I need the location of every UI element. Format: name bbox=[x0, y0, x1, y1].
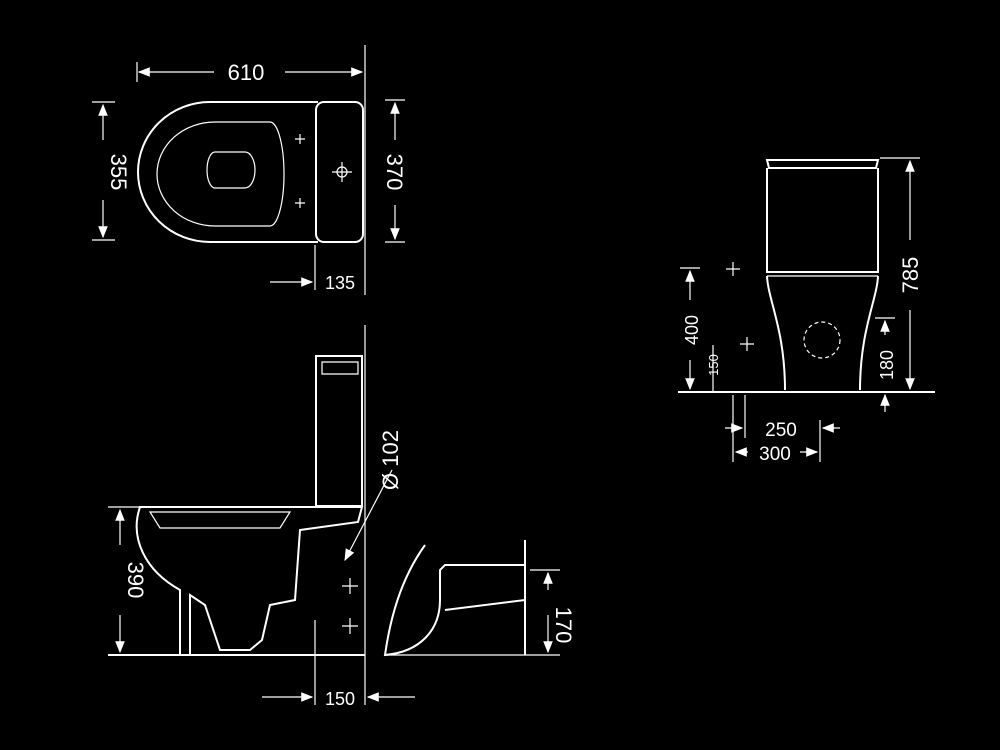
dim-135: 135 bbox=[325, 273, 355, 293]
tank-side bbox=[315, 355, 363, 507]
bowl-side bbox=[135, 506, 364, 656]
dim-370: 370 bbox=[382, 154, 407, 191]
outlet-circle bbox=[803, 321, 841, 359]
dim-170: 170 bbox=[551, 607, 576, 644]
fixing-holes-side bbox=[342, 578, 358, 634]
bowl-outline bbox=[137, 101, 318, 243]
dim-180: 180 bbox=[877, 350, 897, 380]
dim-150-small: 150 bbox=[706, 354, 721, 376]
pedestal-outline bbox=[766, 275, 879, 391]
front-view: 785 400 150 180 250 300 bbox=[678, 157, 935, 465]
dim-390: 390 bbox=[123, 562, 148, 599]
dim-300: 300 bbox=[759, 444, 791, 465]
fixing-holes-front bbox=[726, 262, 754, 351]
dim-250: 250 bbox=[765, 420, 797, 441]
bowl-opening bbox=[206, 151, 256, 189]
tank-top bbox=[315, 101, 364, 243]
seat-outline bbox=[156, 121, 285, 227]
outlet-pipe bbox=[383, 544, 526, 657]
side-view: 390 Ø 102 150 170 bbox=[108, 325, 576, 709]
dim-pipe-diameter: Ø 102 bbox=[378, 430, 403, 490]
top-view: 610 355 370 135 bbox=[92, 45, 407, 295]
dim-355: 355 bbox=[106, 154, 131, 191]
dim-150-offset: 150 bbox=[325, 689, 355, 709]
dim-610: 610 bbox=[228, 60, 265, 85]
dim-785: 785 bbox=[898, 257, 923, 294]
fixing-holes bbox=[295, 134, 352, 208]
dim-400: 400 bbox=[682, 315, 702, 345]
